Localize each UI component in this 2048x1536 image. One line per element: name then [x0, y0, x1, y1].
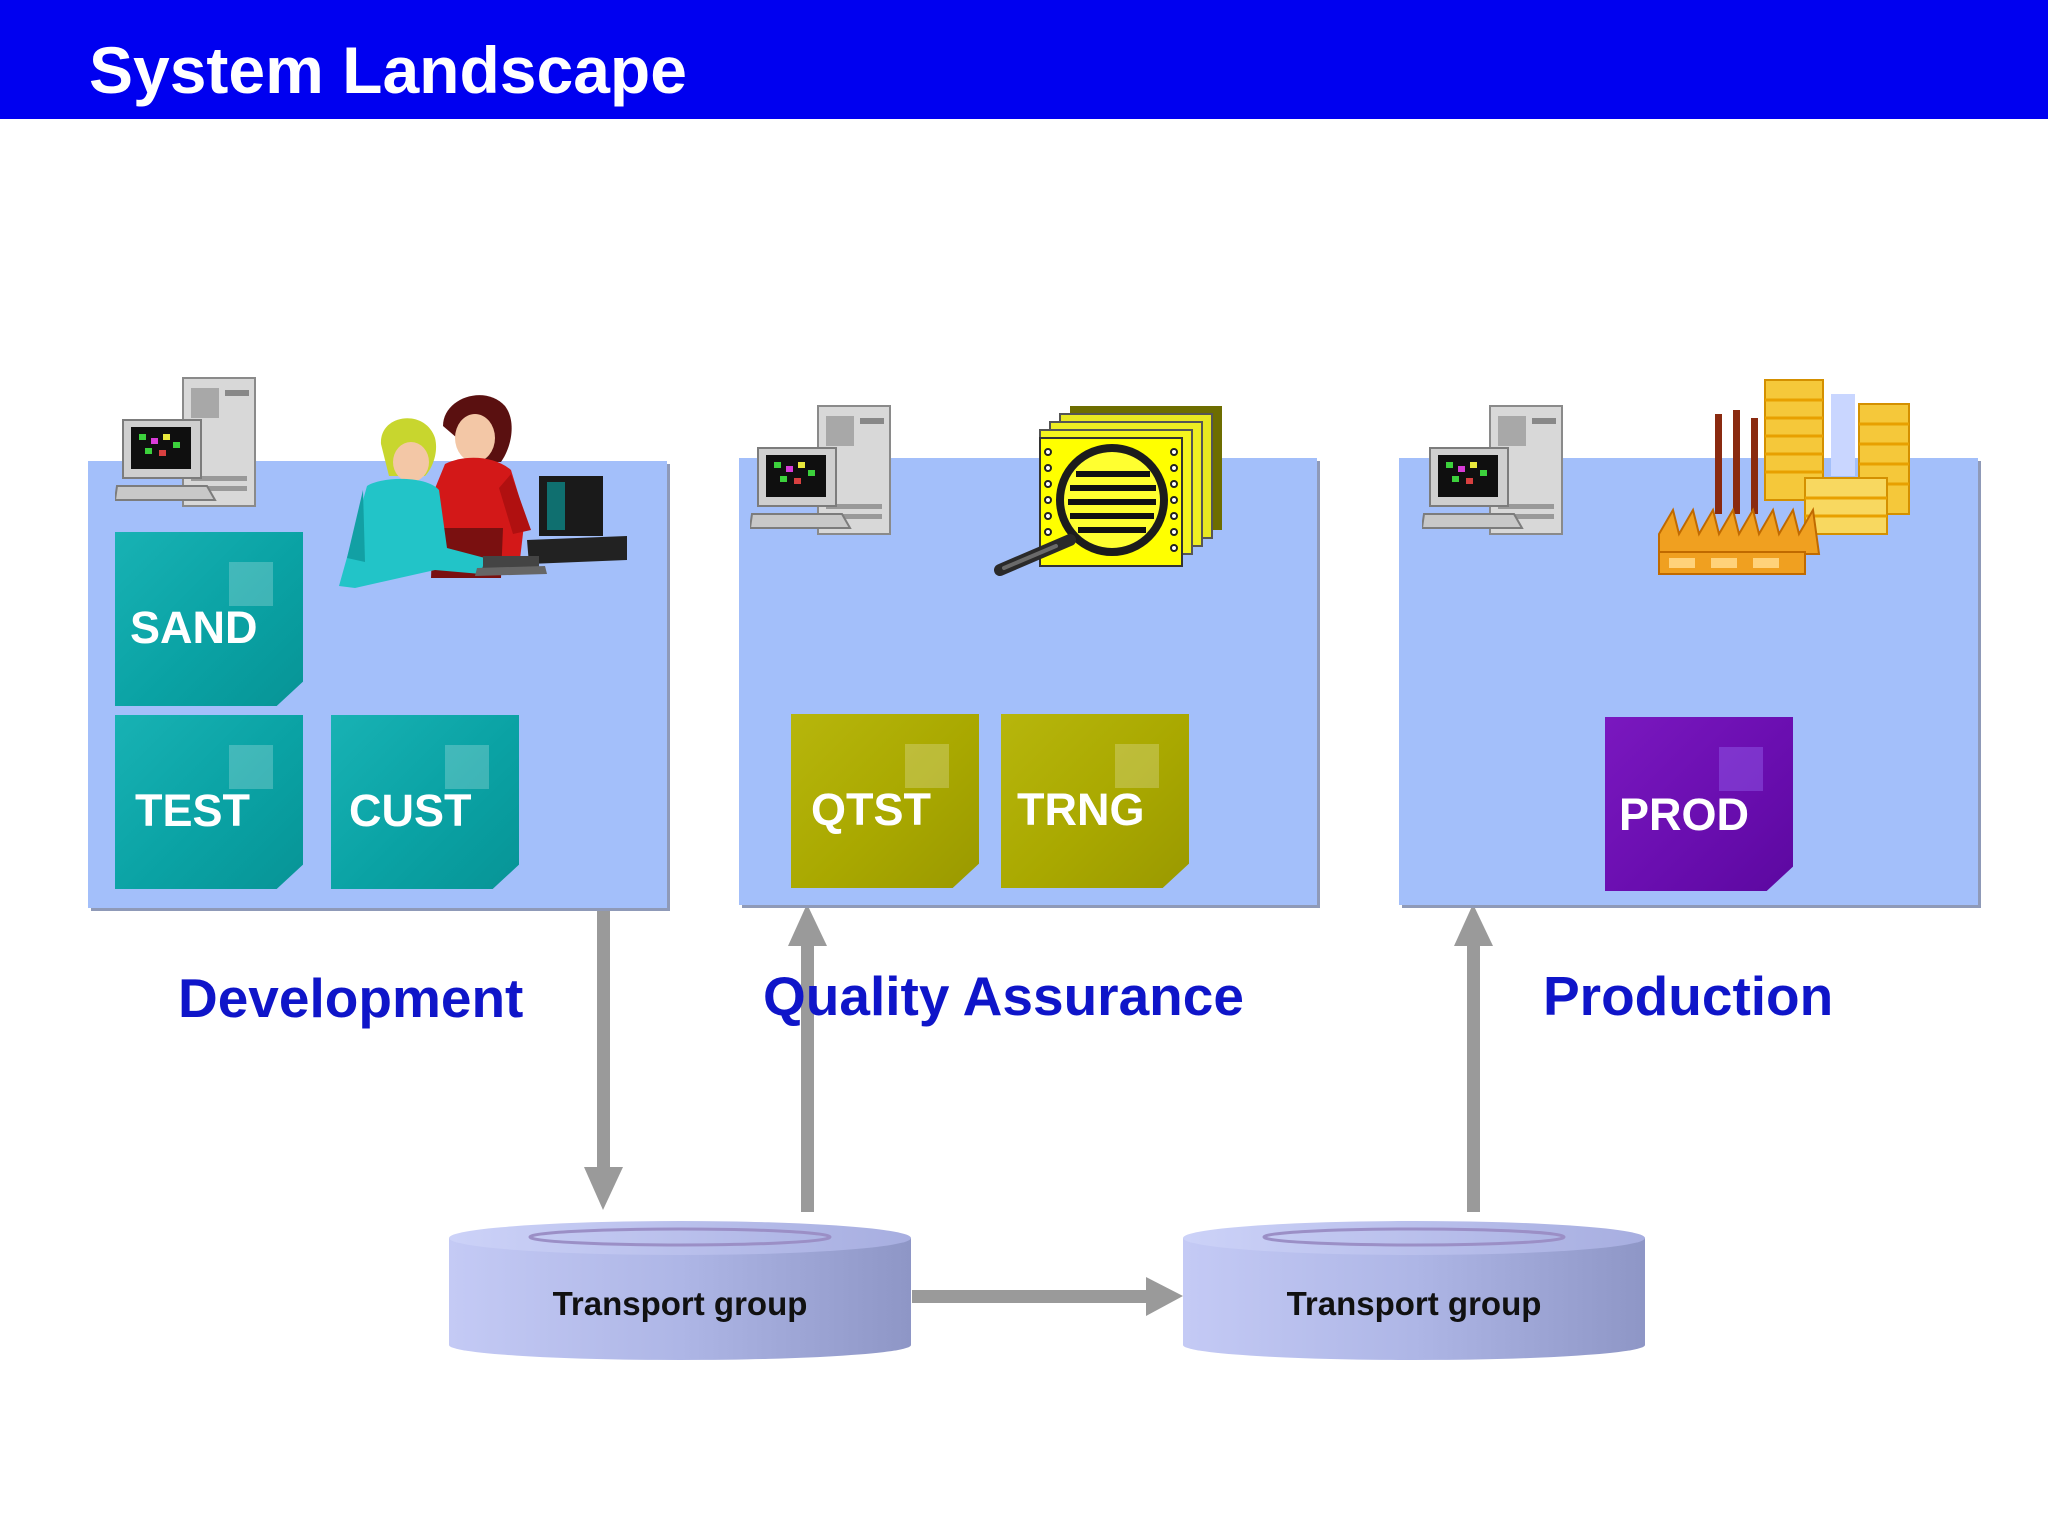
- transport-group-label-1: Transport group: [552, 1285, 808, 1322]
- arrow-transport-to-qa: [788, 904, 827, 1212]
- client-label: TRNG: [1017, 784, 1145, 835]
- transport-group-cylinder-2: [1183, 1221, 1645, 1360]
- client-label: TEST: [135, 785, 251, 836]
- computer-workstation-icon: [1422, 404, 1567, 539]
- client-qtst[interactable]: QTST: [791, 714, 979, 888]
- client-label: QTST: [811, 784, 931, 835]
- transport-group-cylinder-1: [449, 1221, 911, 1360]
- stage-label-quality-assurance: Quality Assurance: [763, 965, 1244, 1027]
- client-label: CUST: [349, 785, 472, 836]
- factory-icon: [1655, 374, 1915, 586]
- page-title: System Landscape: [89, 33, 687, 107]
- client-sand[interactable]: SAND: [115, 532, 303, 706]
- stage-label-production: Production: [1543, 965, 1834, 1027]
- transport-group-label-2: Transport group: [1286, 1285, 1542, 1322]
- computer-workstation-icon: [115, 376, 260, 511]
- title-bar: System Landscape: [0, 0, 2048, 119]
- people-at-computer-icon: [335, 378, 630, 593]
- client-label: PROD: [1619, 789, 1750, 840]
- arrow-transport-to-transport: [912, 1277, 1183, 1316]
- arrow-dev-to-transport: [584, 909, 623, 1210]
- stage-label-development: Development: [178, 967, 524, 1029]
- client-trng[interactable]: TRNG: [1001, 714, 1189, 888]
- document-magnifier-icon: [990, 404, 1240, 584]
- arrow-transport-to-prod: [1454, 904, 1493, 1212]
- computer-workstation-icon: [750, 404, 895, 539]
- client-prod[interactable]: PROD: [1605, 717, 1793, 891]
- client-test[interactable]: TEST: [115, 715, 303, 889]
- client-cust[interactable]: CUST: [331, 715, 519, 889]
- client-label: SAND: [130, 602, 258, 653]
